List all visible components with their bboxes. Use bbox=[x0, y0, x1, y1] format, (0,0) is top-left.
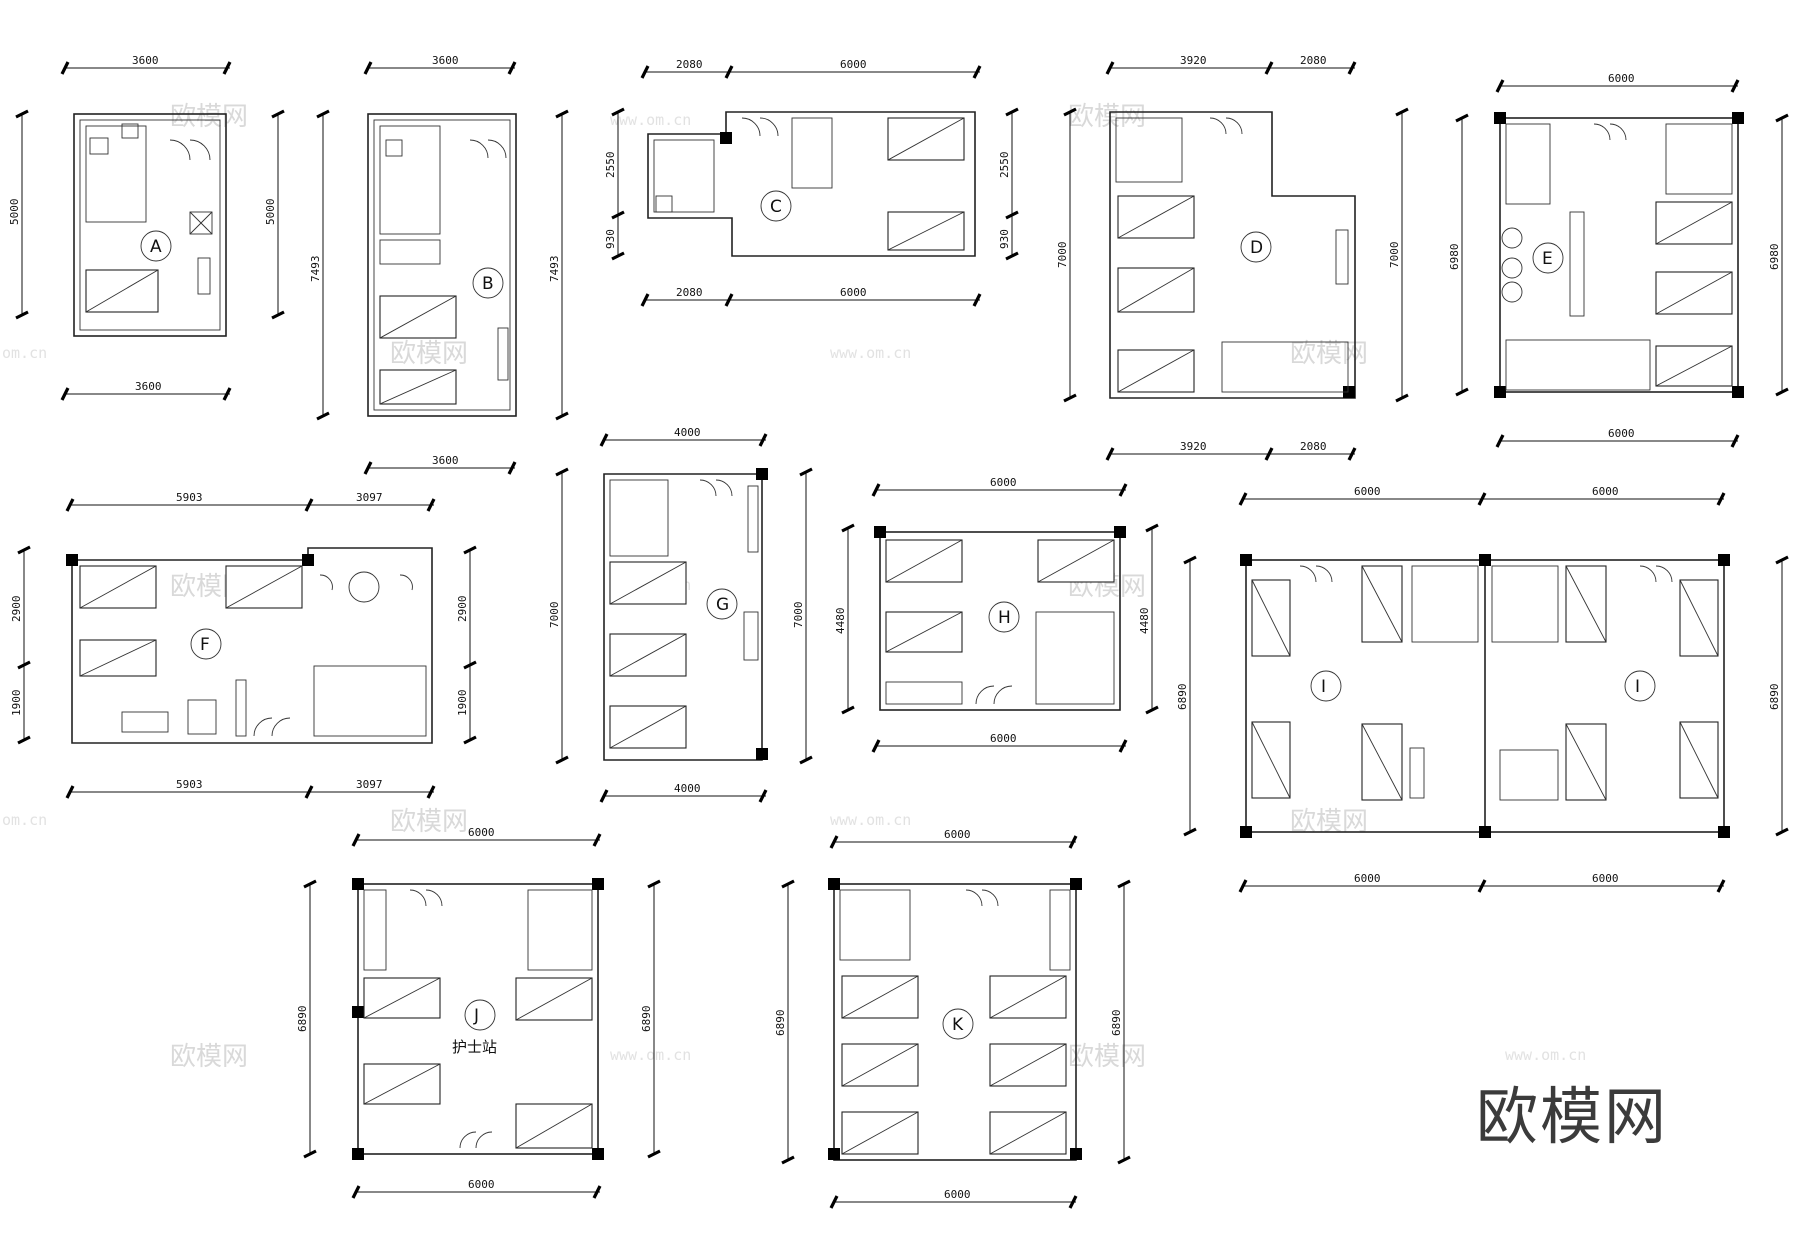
plan-f: 5903 3097 5903 3097 2900 1900 2900 1900 … bbox=[10, 491, 477, 799]
dim-left-b: 1900 bbox=[10, 690, 23, 717]
dim-right: 7493 bbox=[548, 256, 561, 283]
watermark-text: 欧模网 bbox=[170, 102, 248, 132]
dim-right: 7000 bbox=[792, 602, 805, 629]
dim-left: 7000 bbox=[548, 602, 561, 629]
dim-top: 6000 bbox=[944, 828, 971, 841]
dim-bottom: 4000 bbox=[674, 782, 701, 795]
dim-top-b: 6000 bbox=[840, 58, 867, 71]
dim-bottom: 6000 bbox=[1608, 427, 1635, 440]
room-label: C bbox=[770, 197, 782, 217]
plan-h: 6000 6000 4480 4480 H bbox=[834, 476, 1159, 753]
watermark-url: om.cn bbox=[2, 344, 47, 362]
dim-right: 7000 bbox=[1388, 242, 1401, 269]
dim-top: 6000 bbox=[1608, 72, 1635, 85]
watermark-url: www.om.cn bbox=[610, 111, 691, 129]
dim-right-a: 2900 bbox=[456, 596, 469, 623]
plan-j: 6000 6000 6890 6890 J 护士站 bbox=[296, 826, 661, 1199]
dim-bottom: 6000 bbox=[944, 1188, 971, 1201]
dim-bottom-b: 6000 bbox=[1592, 872, 1619, 885]
room-label: E bbox=[1542, 249, 1553, 269]
watermark-text: 欧模网 bbox=[1068, 102, 1146, 132]
dim-left: 6980 bbox=[1448, 244, 1461, 271]
watermark-url: www.om.cn bbox=[1505, 1046, 1586, 1064]
nurse-station-label: 护士站 bbox=[452, 1038, 497, 1056]
plan-c: 2080 6000 2080 6000 2550 930 2550 930 C bbox=[604, 58, 1019, 307]
dim-right: 6890 bbox=[1768, 684, 1781, 711]
plan-k: 6000 6000 6890 6890 K bbox=[774, 828, 1131, 1209]
room-label: A bbox=[150, 237, 162, 257]
dim-right: 6890 bbox=[1110, 1010, 1123, 1037]
dim-left-a: 2900 bbox=[10, 596, 23, 623]
dim-left: 4480 bbox=[834, 608, 847, 635]
dim-left: 7493 bbox=[309, 256, 322, 283]
dim-right: 5000 bbox=[264, 199, 277, 226]
watermark-url: om.cn bbox=[2, 811, 47, 829]
dim-bottom-a: 6000 bbox=[1354, 872, 1381, 885]
dim-top-a: 2080 bbox=[676, 58, 703, 71]
brand-logo: 欧模网 bbox=[1476, 1080, 1668, 1153]
watermark-text: 欧模网 bbox=[390, 807, 468, 837]
plan-i: 6000 6000 6000 6000 6890 6890 bbox=[1176, 485, 1789, 893]
plan-d: 3920 2080 3920 2080 7000 7000 D bbox=[1056, 54, 1409, 461]
watermark-text: 欧模网 bbox=[1290, 339, 1368, 369]
plan-e: 6000 6000 6980 6980 E bbox=[1448, 72, 1789, 448]
dim-bottom-a: 2080 bbox=[676, 286, 703, 299]
dim-top-a: 3920 bbox=[1180, 54, 1207, 67]
watermark-text: 欧模网 bbox=[1068, 1042, 1146, 1072]
watermark-url: www.om.cn bbox=[830, 344, 911, 362]
dim-left-a: 2550 bbox=[604, 152, 617, 179]
dim-bottom: 6000 bbox=[990, 732, 1017, 745]
dim-top-a: 6000 bbox=[1354, 485, 1381, 498]
watermark-text: 欧模网 bbox=[170, 1042, 248, 1072]
dim-top-b: 6000 bbox=[1592, 485, 1619, 498]
room-label: F bbox=[200, 635, 210, 655]
room-label: J bbox=[473, 1006, 479, 1026]
dim-top: 3600 bbox=[432, 54, 459, 67]
dim-right-b: 1900 bbox=[456, 690, 469, 717]
dim-top-b: 3097 bbox=[356, 491, 383, 504]
dim-bottom-a: 5903 bbox=[176, 778, 203, 791]
room-label: I bbox=[1635, 677, 1640, 697]
dim-right: 6980 bbox=[1768, 244, 1781, 271]
dim-bottom: 3600 bbox=[432, 454, 459, 467]
dim-bottom-b: 3097 bbox=[356, 778, 383, 791]
dim-right-a: 2550 bbox=[998, 152, 1011, 179]
dim-bottom-b: 2080 bbox=[1300, 440, 1327, 453]
dim-top: 3600 bbox=[132, 54, 159, 67]
dim-left-b: 930 bbox=[604, 229, 617, 249]
watermark-url: www.om.cn bbox=[610, 1046, 691, 1064]
room-label: D bbox=[1250, 238, 1263, 258]
plan-b: 3600 3600 7493 7493 B bbox=[309, 54, 569, 475]
dim-bottom-b: 6000 bbox=[840, 286, 867, 299]
dim-top-b: 2080 bbox=[1300, 54, 1327, 67]
watermark-text: 欧模网 bbox=[390, 339, 468, 369]
dim-right-b: 930 bbox=[998, 229, 1011, 249]
dim-bottom: 3600 bbox=[135, 380, 162, 393]
room-label: K bbox=[952, 1015, 964, 1035]
watermark-url: www.om.cn bbox=[830, 811, 911, 829]
dim-top: 4000 bbox=[674, 426, 701, 439]
room-label: B bbox=[482, 274, 494, 294]
dim-left: 6890 bbox=[1176, 684, 1189, 711]
plan-a: 3600 3600 5000 5000 A bbox=[8, 54, 285, 401]
dim-bottom-a: 3920 bbox=[1180, 440, 1207, 453]
dim-left: 6890 bbox=[296, 1006, 309, 1033]
dim-top: 6000 bbox=[990, 476, 1017, 489]
room-label: G bbox=[716, 595, 729, 615]
dim-right: 4480 bbox=[1138, 608, 1151, 635]
dim-left: 5000 bbox=[8, 199, 21, 226]
room-label: I bbox=[1321, 677, 1326, 697]
dim-top-a: 5903 bbox=[176, 491, 203, 504]
plan-g: 4000 4000 7000 7000 G bbox=[548, 426, 813, 803]
dim-top: 6000 bbox=[468, 826, 495, 839]
dim-left: 7000 bbox=[1056, 242, 1069, 269]
room-label: H bbox=[998, 608, 1011, 628]
dim-bottom: 6000 bbox=[468, 1178, 495, 1191]
dim-left: 6890 bbox=[774, 1010, 787, 1037]
dim-right: 6890 bbox=[640, 1006, 653, 1033]
